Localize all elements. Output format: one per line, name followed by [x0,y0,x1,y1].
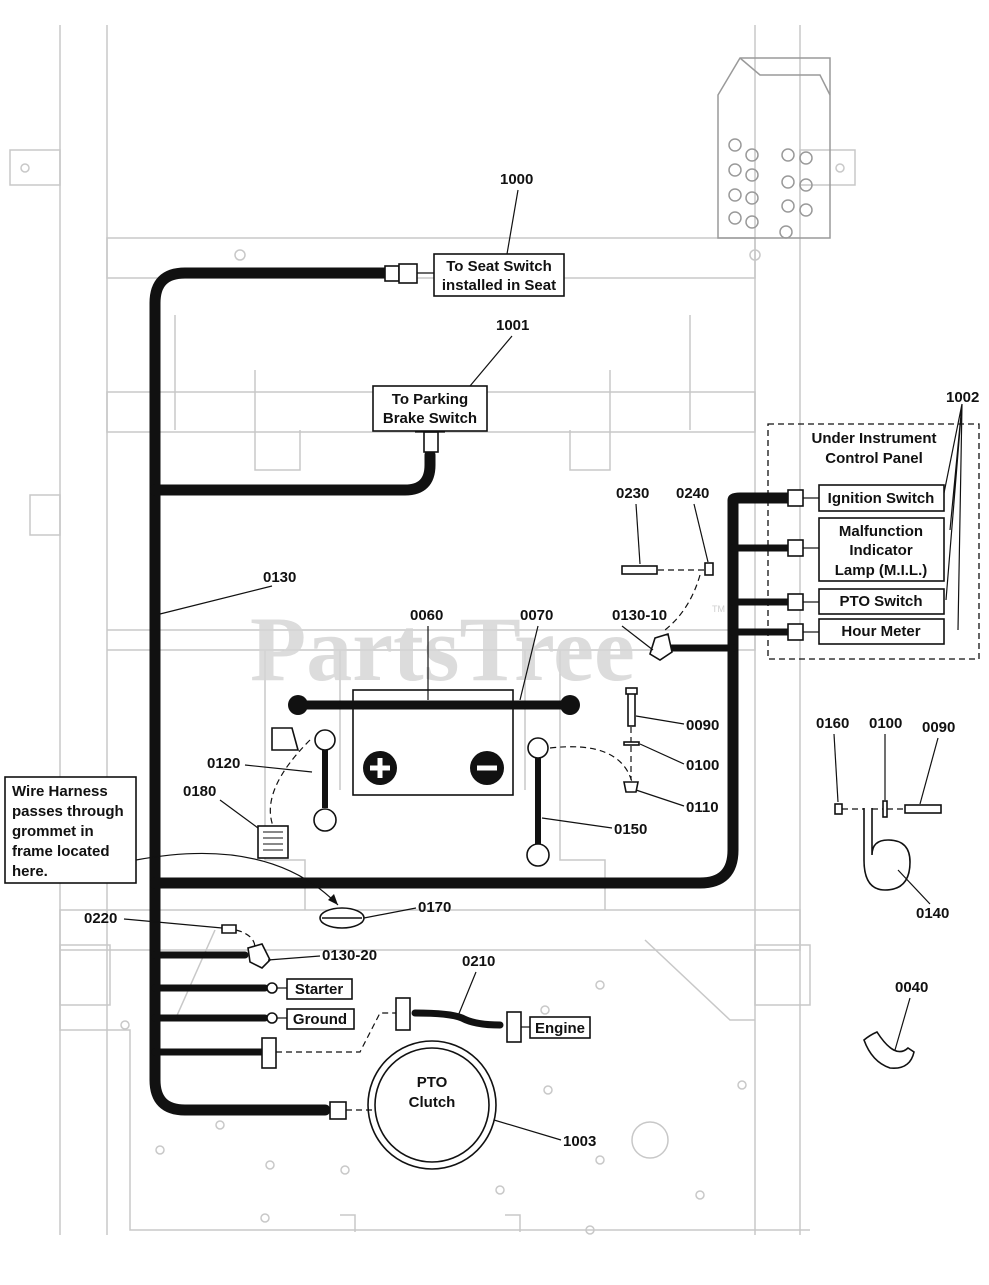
mil-box [818,517,945,582]
part-0060: 0060 [410,607,443,624]
part-0070: 0070 [520,607,553,624]
positive-cable-end [313,808,337,832]
ground-clip-0130-20 [247,943,271,969]
seat-switch-text-2: installed in Seat [442,277,556,294]
part-0090-b: 0090 [922,719,955,736]
parking-brake-connector [423,431,439,453]
part-0180: 0180 [183,783,216,800]
watermark: PartsTree [250,598,635,700]
part-0130-20: 0130-20 [322,947,377,964]
ground-box [286,1008,355,1030]
part-0230: 0230 [616,485,649,502]
accessory-dashed-link [276,1012,396,1053]
note-line-1: Wire Harness [12,783,108,800]
pto-clutch-label-1: PTO [417,1074,448,1091]
part-0240: 0240 [676,485,709,502]
part-0130-10: 0130-10 [612,607,667,624]
part-number-labels: 1000 1001 1002 0130 0060 0070 0230 0240 … [84,171,979,1150]
pto-clutch-label-2: Clutch [409,1094,456,1111]
accessory-connector [261,1037,277,1069]
starter-box [286,978,353,1000]
note-line-4: frame located [12,843,110,860]
ground-ring-terminal [266,1012,278,1024]
instrument-panel-region [767,423,980,660]
nut-0110 [623,781,639,793]
part-0100-a: 0100 [686,757,719,774]
seat-switch-connector-body [398,263,418,284]
bolt-0230 [621,565,658,575]
ground-clip-0130-10 [649,632,673,661]
seat-switch-text-1: To Seat Switch [446,258,552,275]
pto-switch-label: PTO Switch [839,593,922,610]
hour-meter-connector [787,623,804,641]
seat-switch-box [433,253,565,297]
ignition-switch-box [818,484,945,512]
engine-connector-a [395,997,411,1031]
part-1003: 1003 [563,1133,596,1150]
mil-label-3: Lamp (M.I.L.) [835,562,928,579]
part-0170: 0170 [418,899,451,916]
parking-brake-text-2: Brake Switch [383,410,477,427]
part-0130: 0130 [263,569,296,586]
tie-strap-0040 [863,1030,915,1069]
starter-label: Starter [295,981,344,998]
watermark-tm: TM [712,604,725,614]
pto-clutch-connector [329,1101,347,1120]
engine-label: Engine [535,1020,585,1037]
part-0100-b: 0100 [869,715,902,732]
bolt-0090 [627,689,636,727]
clamp-0140 [863,808,911,891]
part-0090-a: 0090 [686,717,719,734]
part-1001: 1001 [496,317,529,334]
part-0150: 0150 [614,821,647,838]
mil-label-1: Malfunction [839,523,923,540]
mower-frame [9,25,856,1235]
hour-meter-label: Hour Meter [841,623,920,640]
part-0160: 0160 [816,715,849,732]
ignition-switch-label: Ignition Switch [828,490,935,507]
pto-switch-box [818,588,945,615]
pto-switch-connector [787,593,804,611]
ignition-connector [787,489,804,507]
screw-0220 [221,924,237,934]
negative-cable-end [526,843,550,867]
ground-label: Ground [293,1011,347,1028]
main-harness [149,267,796,1116]
engine-connector-b [506,1011,522,1043]
note-line-3: grommet in [12,823,94,840]
note-line-5: here. [12,863,48,880]
part-1002: 1002 [946,389,979,406]
part-0040: 0040 [895,979,928,996]
battery-assembly [257,689,633,867]
part-1000: 1000 [500,171,533,188]
note-line-2: passes through [12,803,124,820]
parking-brake-box [372,385,488,432]
panel-text-1: Under Instrument [811,430,936,447]
mil-label-2: Indicator [849,542,913,559]
instrument-bracket [717,57,831,239]
parking-brake-text-1: To Parking [392,391,468,408]
part-0210: 0210 [462,953,495,970]
hardware [221,562,942,1069]
fuse-block-0180 [257,825,289,859]
hold-down-rod-left [288,695,308,715]
hour-meter-box [818,618,945,645]
part-0220: 0220 [84,910,117,927]
hold-down-rod-right [560,695,580,715]
part-0110: 0110 [686,799,719,816]
terminal-cover-0120 [271,727,300,751]
washer-0100 [623,741,640,746]
seat-switch-connector [384,265,400,282]
mil-connector [787,539,804,557]
starter-ring-terminal [266,982,278,994]
part-0120: 0120 [207,755,240,772]
part-0140: 0140 [916,905,949,922]
callouts: To Seat Switch installed in Seat To Park… [4,253,980,1039]
harness-note-box [4,776,137,884]
nut-0240 [704,562,714,576]
pto-clutch: PTO Clutch [367,1040,497,1170]
panel-text-2: Control Panel [825,450,923,467]
